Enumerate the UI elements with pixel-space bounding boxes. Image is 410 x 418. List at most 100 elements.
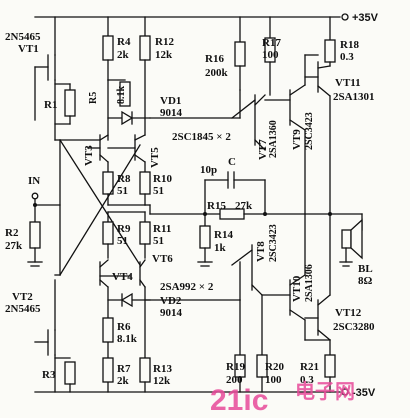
resistor-r10: R10 51 — [139, 161, 172, 206]
r12-label: R12 — [155, 36, 174, 48]
vd1-value: 9014 — [160, 107, 183, 119]
resistor-r19: R19 200 — [226, 299, 246, 393]
vt5-id: VT5 — [149, 147, 161, 168]
resistor-r18: R18 0.3 — [324, 16, 359, 67]
vt2-part: 2N5465 — [5, 303, 41, 315]
resistor-r7: R7 2k — [102, 357, 131, 387]
r2-value: 27k — [5, 240, 23, 252]
r16-label: R16 — [205, 53, 224, 65]
vt7-id: VT7 — [257, 139, 269, 160]
vt12-part: 2SC3280 — [333, 321, 375, 333]
r1-label: R1 — [44, 99, 57, 111]
speaker-id: BL — [358, 263, 373, 275]
vt12-id: VT12 — [335, 307, 362, 319]
speaker-value: 8Ω — [358, 275, 373, 287]
resistor-r14: R14 1k — [197, 213, 233, 267]
r2-label: R2 — [5, 227, 19, 239]
vt1-part: 2N5465 — [5, 31, 41, 43]
r8-value: 51 — [117, 185, 128, 197]
transistor-vt11: VT11 2SA1301 — [304, 54, 375, 103]
r20-value: 100 — [265, 374, 282, 386]
watermark-site: 电子网 — [295, 380, 355, 403]
vt10-part: 2SA1306 — [304, 264, 315, 302]
input-node: IN R2 27k — [5, 175, 61, 267]
r9-value: 51 — [117, 235, 128, 247]
resistor-r15: R15 27k — [149, 200, 331, 220]
speaker-bl: BL 8Ω — [329, 213, 373, 287]
resistor-r21: R21 0.3 — [300, 339, 336, 393]
r20-label: R20 — [265, 361, 284, 373]
r10-value: 51 — [153, 185, 164, 197]
c-id: C — [228, 156, 236, 168]
r3-label: R3 — [42, 369, 56, 381]
transistor-vt7: VT7 — [231, 94, 269, 160]
vd1-id: VD1 — [160, 95, 181, 107]
vt4-id: VT4 — [112, 271, 133, 283]
c-value: 10p — [200, 164, 217, 176]
r17-label: R17 — [262, 37, 281, 49]
resistor-r1: R1 — [44, 83, 76, 125]
watermark-logo: 21ic — [210, 384, 268, 417]
vt3-id: VT3 — [83, 145, 95, 166]
transistor-vt2: VT2 2N5465 — [5, 279, 56, 393]
transistor-vt5: VT5 — [107, 134, 161, 168]
vpos-label: +35V — [352, 12, 379, 24]
upper-pair-note: 2SC1845 × 2 — [172, 131, 231, 143]
r21-value: 0.3 — [300, 374, 314, 386]
vt8-id: VT8 — [255, 241, 267, 262]
transistor-vt12: VT12 2SC3280 — [304, 294, 375, 341]
r16-value: 200k — [205, 67, 229, 79]
resistor-r12: R12 12k — [139, 16, 174, 136]
r6-value: 8.1k — [117, 333, 138, 345]
resistor-r8: R8 51 — [102, 161, 131, 206]
r14-label: R14 — [214, 229, 233, 241]
lower-pair-note: 2SA992 × 2 — [160, 281, 214, 293]
r13-label: R13 — [153, 363, 172, 375]
r13-value: 12k — [153, 375, 171, 387]
transistor-vt6: VT6 — [139, 253, 173, 288]
r4-value: 2k — [117, 49, 130, 61]
r19-value: 200 — [226, 374, 243, 386]
r6-label: R6 — [117, 321, 131, 333]
r11-value: 51 — [153, 235, 164, 247]
vt10-id: VT10 — [291, 275, 303, 302]
r5-label: R5 — [88, 92, 99, 104]
resistor-r11: R11 51 — [139, 211, 171, 259]
resistor-r9: R9 51 — [102, 211, 131, 259]
resistor-r13: R13 12k — [139, 286, 172, 393]
vt11-id: VT11 — [335, 77, 361, 89]
r12-value: 12k — [155, 49, 173, 61]
diode-vd1: VD1 9014 — [107, 95, 183, 126]
resistor-r5: R5 8.1k — [88, 79, 131, 107]
vd2-id: VD2 — [160, 295, 182, 307]
transistor-vt3: VT3 — [83, 134, 109, 166]
r14-value: 1k — [214, 242, 227, 254]
r4-label: R4 — [117, 36, 131, 48]
resistor-r4: R4 2k — [102, 16, 131, 81]
r19-label: R19 — [226, 361, 245, 373]
resistor-r16: R16 200k — [205, 16, 246, 91]
r18-value: 0.3 — [340, 51, 354, 63]
r7-value: 2k — [117, 375, 130, 387]
vt8-part: 2SC3423 — [268, 224, 279, 262]
r18-label: R18 — [340, 39, 359, 51]
r11-label: R11 — [153, 223, 171, 235]
r7-label: R7 — [117, 363, 131, 375]
r17-value: 100 — [262, 49, 279, 61]
watermark: 21ic 电子网 — [210, 380, 355, 417]
transistor-vt10: VT10 2SA1306 — [261, 264, 315, 321]
r10-label: R10 — [153, 173, 172, 185]
vt6-id: VT6 — [152, 253, 173, 265]
vt7-part: 2SA1360 — [268, 120, 279, 158]
vd2-value: 9014 — [160, 307, 183, 319]
vt9-part: 2SC3423 — [304, 112, 315, 150]
resistor-r17: R17 100 — [262, 16, 281, 96]
resistor-r6: R6 8.1k — [102, 317, 138, 345]
input-label: IN — [28, 175, 40, 187]
r9-label: R9 — [117, 223, 131, 235]
vt2-id: VT2 — [12, 291, 33, 303]
diode-vd2: VD2 9014 — [107, 292, 183, 319]
vt11-part: 2SA1301 — [333, 91, 375, 103]
transistor-vt1: 2N5465 VT1 — [5, 16, 56, 141]
